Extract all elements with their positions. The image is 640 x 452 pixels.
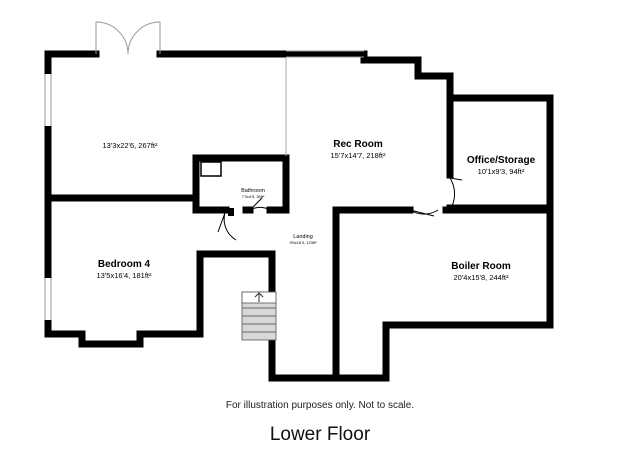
staircase xyxy=(241,291,277,341)
office-dims: 10'1x9'3, 94ft² xyxy=(478,167,525,176)
french-doors xyxy=(95,21,161,55)
disclaimer-text: For illustration purposes only. Not to s… xyxy=(225,400,415,411)
rec-room-dims: 15'7x14'7, 218ft² xyxy=(331,151,386,160)
bedroom4-dims: 13'5x16'4, 181ft² xyxy=(97,271,152,280)
rec-room-name: Rec Room xyxy=(333,139,383,150)
windows xyxy=(44,50,364,320)
bedroom4-name: Bedroom 4 xyxy=(98,259,151,270)
floor-title: Lower Floor xyxy=(269,424,371,445)
bathroom-dims: 7'3x4'5, 35ft² xyxy=(242,194,265,199)
boiler-room-dims: 20'4x15'8, 244ft² xyxy=(454,273,509,282)
door-swings xyxy=(217,177,463,241)
office-name: Office/Storage xyxy=(467,155,536,166)
interior-walls xyxy=(44,94,554,382)
exterior-walls xyxy=(44,50,554,382)
main-room-dims: 13'3x22'6, 267ft² xyxy=(103,141,158,150)
landing-dims: 9'5x16'3, 123ft² xyxy=(289,240,317,245)
room-labels: 13'3x22'6, 267ft² Rec Room 15'7x14'7, 21… xyxy=(97,139,536,282)
boiler-room-name: Boiler Room xyxy=(451,261,511,272)
bathroom-name: Bathroom xyxy=(241,188,265,194)
landing-name: Landing xyxy=(293,234,313,240)
